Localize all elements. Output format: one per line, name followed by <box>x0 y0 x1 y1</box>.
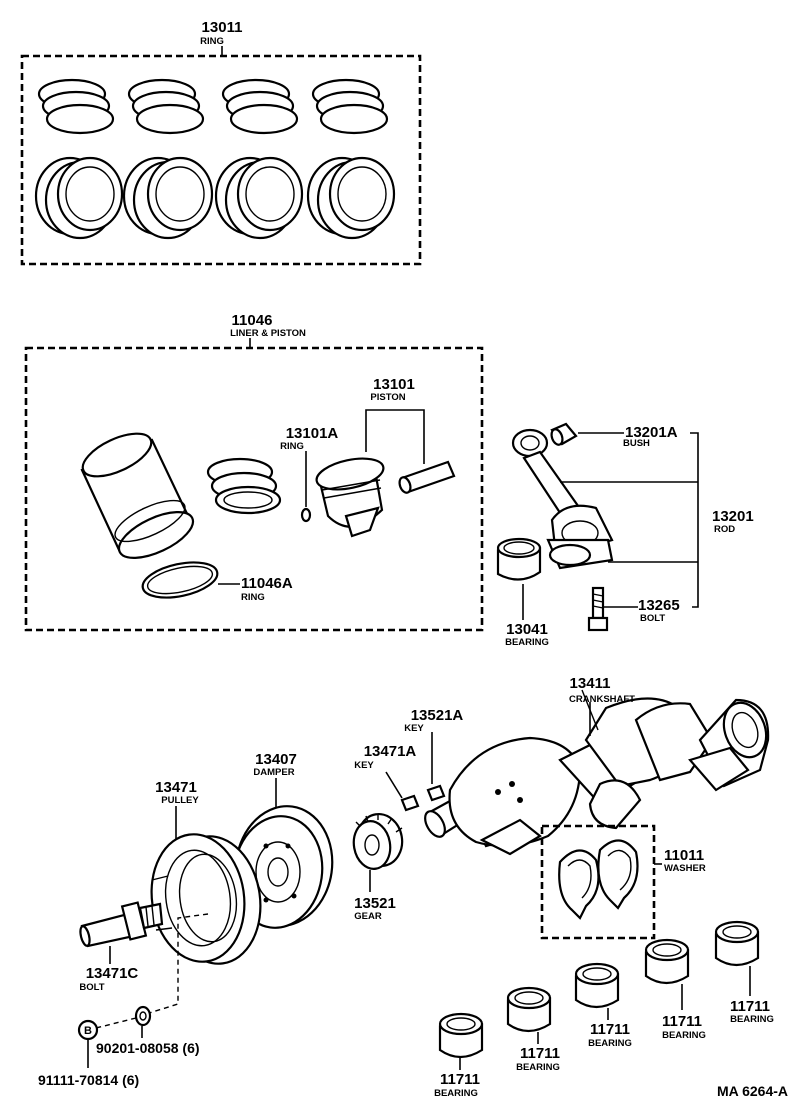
main-bearing-2 <box>506 986 552 1033</box>
main-bearing-5-name: BEARING <box>730 1014 774 1025</box>
liner-piston-group: 11046 LINER & PISTON 11046A RING 13101A … <box>24 312 484 632</box>
washer-dashed-box <box>540 824 656 940</box>
pulley-bolt-number: 13471C <box>86 965 139 982</box>
rod-bearing <box>496 537 542 581</box>
washer-name: WASHER <box>664 863 706 874</box>
rod-name: ROD <box>714 524 735 535</box>
main-bearing-1 <box>438 1012 484 1059</box>
liner-piston-number: 11046 <box>232 312 273 329</box>
main-bearing-3-name: BEARING <box>588 1038 632 1049</box>
crankshaft-group: 13411 CRANKSHAFT 13521A KEY 13471A KEY 1… <box>38 675 774 1099</box>
ring-set-group: 13011 RING <box>20 19 422 266</box>
thrust-washer-pair <box>558 839 639 920</box>
key-a-name: KEY <box>404 723 424 734</box>
key-b-number: 13471A <box>364 743 417 760</box>
rod-bolt-name: BOLT <box>640 613 665 624</box>
main-bearing-5 <box>714 920 760 967</box>
bolt-badge-circle <box>77 1019 99 1041</box>
bolt-badge: B <box>84 1025 92 1037</box>
main-bearing-5-number: 11711 <box>730 998 770 1015</box>
crankshaft <box>424 689 770 856</box>
gear-number: 13521 <box>354 895 396 912</box>
drawing-code: MA 6264-A <box>717 1083 788 1099</box>
pulley-number: 13471 <box>155 779 197 796</box>
bush-number: 13201A <box>625 424 678 441</box>
main-bearing-4-name: BEARING <box>662 1030 706 1041</box>
rod-number: 13201 <box>712 508 754 525</box>
gear-name: GEAR <box>354 911 382 922</box>
washer-ref: 90201-08058 (6) <box>96 1040 200 1056</box>
pulley-bolt-name: BOLT <box>79 982 104 993</box>
ring-stack-2 <box>122 78 214 240</box>
piston-ring-set <box>206 457 282 515</box>
bush <box>550 422 578 446</box>
crank-pulley <box>150 833 262 965</box>
pulley-name: PULLEY <box>161 795 199 806</box>
ring-stack-1 <box>34 78 124 240</box>
piston-leader <box>365 409 425 464</box>
woodruff-key-a <box>426 784 446 802</box>
key-a-number: 13521A <box>411 707 464 724</box>
pulley-bolt <box>79 901 164 948</box>
pin-clip-name: RING <box>280 441 304 452</box>
rod-bracket <box>690 432 699 608</box>
cylinder-liner <box>80 432 195 559</box>
crankshaft-name: CRANKSHAFT <box>569 694 635 705</box>
woodruff-key-b <box>400 794 420 812</box>
rod-bearing-name: BEARING <box>505 637 549 648</box>
piston-pin <box>398 460 456 494</box>
ring-set-dashed-box <box>20 54 422 266</box>
fastener-dashed-path <box>145 913 209 1015</box>
piston-number: 13101 <box>373 376 415 393</box>
pin-clip-number: 13101A <box>286 425 339 442</box>
damper-name: DAMPER <box>253 767 294 778</box>
bush-name: BUSH <box>623 438 650 449</box>
liner-ring-name: RING <box>241 592 265 603</box>
ring-stack-4 <box>306 78 396 240</box>
lock-washer <box>134 1005 152 1027</box>
damper-number: 13407 <box>255 751 297 768</box>
crankshaft-number: 13411 <box>570 675 611 692</box>
main-bearing-3 <box>574 962 620 1009</box>
liner-piston-name: LINER & PISTON <box>230 328 306 339</box>
timing-gear <box>352 813 404 870</box>
piston-name: PISTON <box>370 392 405 403</box>
rod-bearing-number: 13041 <box>506 621 548 638</box>
liner-piston-dashed-box <box>24 346 484 632</box>
rod-bolt-number: 13265 <box>638 597 680 614</box>
main-bearing-4 <box>644 938 690 985</box>
piston-pin-clip <box>300 507 312 523</box>
rod-bolt <box>587 586 609 632</box>
liner-o-ring <box>141 561 219 599</box>
main-bearing-3-number: 11711 <box>590 1021 630 1038</box>
ring-set-name: RING <box>200 36 224 47</box>
ring-set-number: 13011 <box>202 19 243 36</box>
key-b-name: KEY <box>354 760 374 771</box>
connecting-rod <box>511 428 614 570</box>
piston <box>315 457 385 538</box>
ring-stack-3 <box>214 78 304 240</box>
main-bearing-1-name: BEARING <box>434 1088 478 1099</box>
connecting-rod-group: 13201A BUSH 13201 ROD 13265 BOLT 13041 B… <box>496 422 754 648</box>
main-bearing-4-number: 11711 <box>662 1013 702 1030</box>
main-bearing-2-name: BEARING <box>516 1062 560 1073</box>
key-b-leader <box>385 771 403 799</box>
main-bearing-1-number: 11711 <box>440 1071 480 1088</box>
main-bearing-2-number: 11711 <box>520 1045 560 1062</box>
liner-ring-number: 11046A <box>241 575 293 592</box>
washer-number: 11011 <box>664 847 704 864</box>
bolt-ref: 91111-70814 (6) <box>38 1072 139 1088</box>
